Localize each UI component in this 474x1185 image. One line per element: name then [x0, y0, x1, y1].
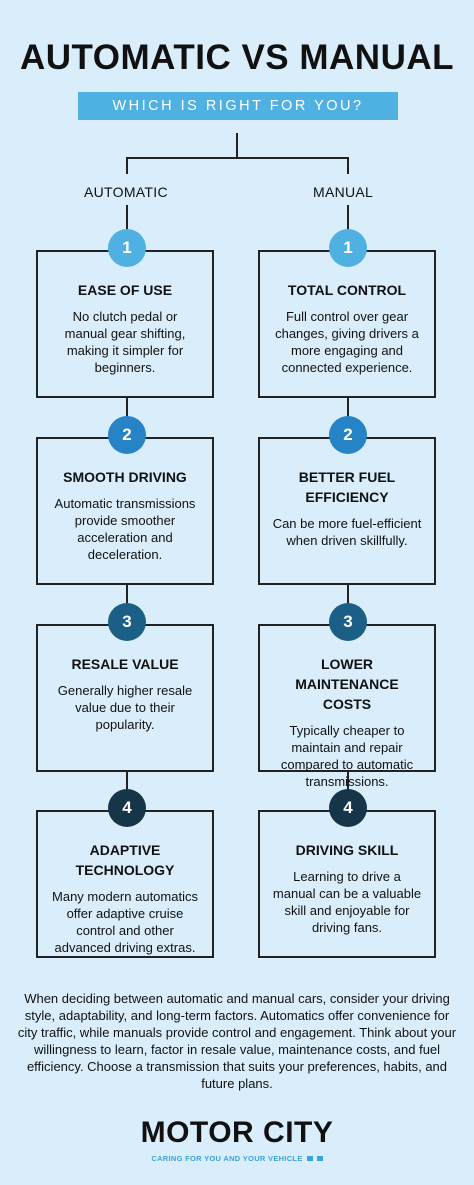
- automatic-card-2: SMOOTH DRIVING Automatic transmissions p…: [36, 437, 214, 585]
- column-label-manual: MANUAL: [313, 184, 374, 200]
- tree-stem: [236, 133, 238, 158]
- brand-logo: MOTOR CITY CARING FOR YOU AND YOUR VEHIC…: [0, 1118, 474, 1166]
- square-icon: [306, 1156, 313, 1161]
- card-title: RESALE VALUE: [71, 656, 179, 672]
- tree-bar: [126, 157, 349, 159]
- manual-badge-2: 2: [329, 416, 367, 454]
- manual-card-3: LOWER MAINTENANCE COSTS Typically cheape…: [258, 624, 436, 789]
- card-title: LOWER MAINTENANCE COSTS: [295, 656, 399, 712]
- subtitle-banner: WHICH IS RIGHT FOR YOU?: [78, 92, 398, 120]
- manual-badge-4: 4: [329, 789, 367, 827]
- square-icon: [316, 1156, 323, 1161]
- card-text: Generally higher resale value due to the…: [57, 683, 193, 732]
- column-label-automatic: AUTOMATIC: [84, 184, 168, 200]
- brand-name: MOTOR CITY: [140, 1116, 334, 1149]
- manual-badge-1: 1: [329, 229, 367, 267]
- card-title: ADAPTIVE TECHNOLOGY: [75, 842, 175, 878]
- card-title: EASE OF USE: [77, 282, 173, 298]
- card-text: Typically cheaper to maintain and repair…: [280, 723, 414, 789]
- card-text: Many modern automatics offer adaptive cr…: [52, 889, 198, 955]
- manual-card-2: BETTER FUEL EFFICIENCY Can be more fuel-…: [258, 437, 436, 585]
- card-title: BETTER FUEL EFFICIENCY: [298, 469, 396, 505]
- card-text: Automatic transmissions provide smoother…: [54, 496, 196, 562]
- automatic-badge-2: 2: [108, 416, 146, 454]
- card-text: Full control over gear changes, giving d…: [275, 309, 419, 375]
- card-title: TOTAL CONTROL: [287, 282, 407, 298]
- card-text: Learning to drive a manual can be a valu…: [272, 869, 422, 935]
- summary-text: When deciding between automatic and manu…: [17, 991, 457, 1091]
- card-title: DRIVING SKILL: [295, 842, 399, 858]
- automatic-badge-3: 3: [108, 603, 146, 641]
- manual-card-1: TOTAL CONTROL Full control over gear cha…: [258, 250, 436, 398]
- tree-right-drop: [347, 157, 349, 174]
- manual-card-4: DRIVING SKILL Learning to drive a manual…: [258, 810, 436, 958]
- brand-tagline-row: CARING FOR YOU AND YOUR VEHICLE: [151, 1154, 323, 1163]
- automatic-card-3: RESALE VALUE Generally higher resale val…: [36, 624, 214, 772]
- tree-left-drop: [126, 157, 128, 174]
- manual-badge-3: 3: [329, 603, 367, 641]
- brand-tagline: CARING FOR YOU AND YOUR VEHICLE: [151, 1154, 303, 1163]
- card-text: Can be more fuel-efficient when driven s…: [272, 516, 422, 548]
- automatic-card-4: ADAPTIVE TECHNOLOGY Many modern automati…: [36, 810, 214, 958]
- automatic-badge-1: 1: [108, 229, 146, 267]
- page-title: AUTOMATIC VS MANUAL: [19, 38, 454, 77]
- automatic-badge-4: 4: [108, 789, 146, 827]
- card-text: No clutch pedal or manual gear shifting,…: [64, 309, 186, 375]
- automatic-card-1: EASE OF USE No clutch pedal or manual ge…: [36, 250, 214, 398]
- card-title: SMOOTH DRIVING: [63, 469, 187, 485]
